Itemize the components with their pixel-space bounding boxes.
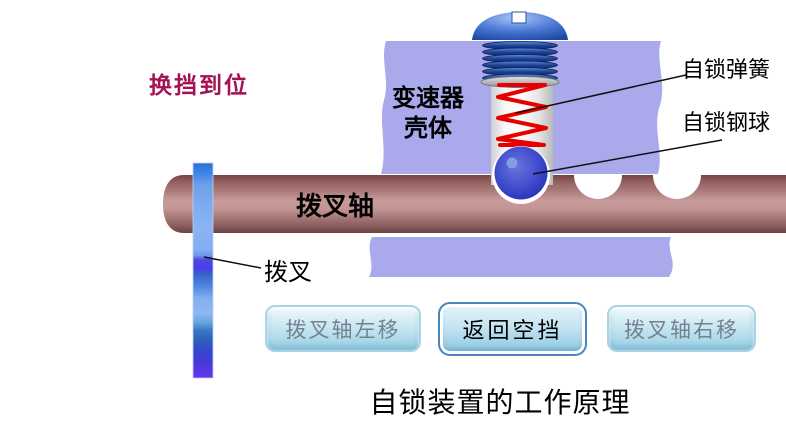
shift-fork [192,162,214,379]
status-text: 换挡到位 [149,73,249,98]
fork-leader-line [203,256,262,269]
self-locking-spring [496,83,548,147]
fork-label: 拨叉 [264,260,312,286]
shaft-label: 拨叉轴 [296,192,375,221]
spring-leader-line [515,74,687,114]
return-to-neutral-button[interactable]: 返回空挡 [438,302,587,356]
spring-label: 自锁弹簧 [682,57,771,82]
move-fork-shaft-right-button[interactable]: 拨叉轴右移 [607,305,756,352]
screw-threads [482,41,558,83]
detent-notch [574,175,622,199]
move-fork-shaft-left-button[interactable]: 拨叉轴左移 [265,305,421,352]
ball-label: 自锁钢球 [682,110,771,135]
ball-highlight [506,157,518,169]
housing-label-line1: 变速器 [392,86,464,112]
page-title: 自锁装置的工作原理 [369,388,631,419]
housing-label-line2: 壳体 [404,116,452,142]
housing-bottom [369,237,673,277]
ball-leader-line [532,139,723,175]
housing-label: 变速器 壳体 [386,84,470,144]
detent-notch [653,175,701,199]
screw-plug-head [472,12,568,40]
screw-slot [511,11,527,24]
fork-shaft [163,175,786,233]
